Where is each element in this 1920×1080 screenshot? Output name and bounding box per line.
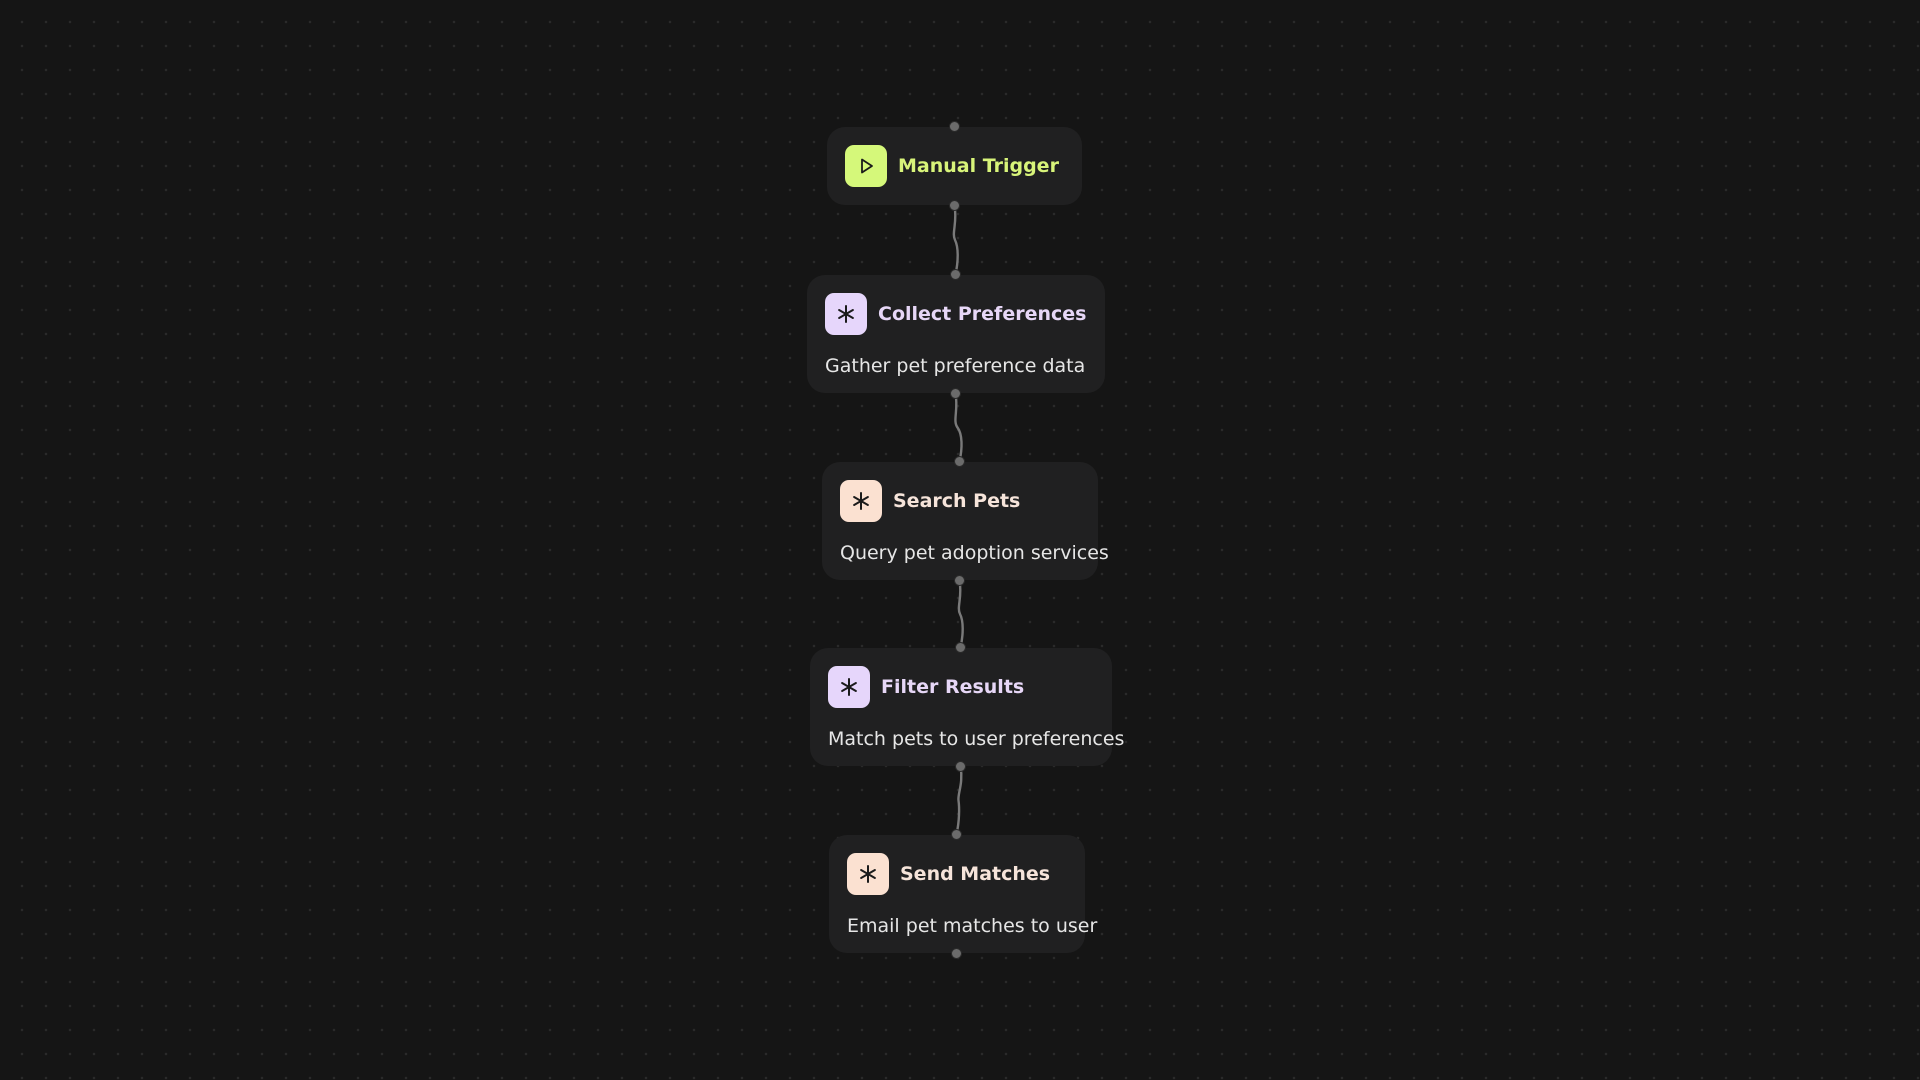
output-handle[interactable]	[955, 761, 966, 772]
input-handle[interactable]	[954, 456, 965, 467]
input-handle[interactable]	[955, 642, 966, 653]
edge-connector[interactable]	[952, 205, 959, 275]
input-handle[interactable]	[949, 121, 960, 132]
node-send-matches[interactable]: Send Matches Email pet matches to user	[829, 829, 1098, 959]
edge-connector[interactable]	[955, 766, 963, 835]
node-title: Filter Results	[881, 676, 1025, 698]
node-filter-results[interactable]: Filter Results Match pets to user prefer…	[810, 642, 1125, 772]
output-handle[interactable]	[951, 948, 962, 959]
node-title: Manual Trigger	[898, 155, 1059, 177]
play-icon	[845, 145, 887, 187]
node-title: Search Pets	[893, 490, 1021, 512]
output-handle[interactable]	[949, 200, 960, 211]
node-description: Match pets to user preferences	[828, 728, 1125, 750]
node-title: Collect Preferences	[878, 303, 1087, 325]
node-description: Query pet adoption services	[840, 542, 1109, 564]
input-handle[interactable]	[950, 269, 961, 280]
node-search-pets[interactable]: Search Pets Query pet adoption services	[822, 456, 1109, 586]
asterisk-icon	[840, 480, 882, 522]
input-handle[interactable]	[951, 829, 962, 840]
node-title: Send Matches	[900, 863, 1051, 885]
output-handle[interactable]	[950, 388, 961, 399]
asterisk-icon	[828, 666, 870, 708]
node-manual-trigger[interactable]: Manual Trigger	[827, 121, 1082, 211]
node-description: Email pet matches to user	[847, 915, 1098, 937]
asterisk-icon	[825, 293, 867, 335]
edge-connector[interactable]	[954, 393, 963, 462]
node-collect-preferences[interactable]: Collect Preferences Gather pet preferenc…	[807, 269, 1105, 399]
asterisk-icon	[847, 853, 889, 895]
edge-connector[interactable]	[957, 580, 964, 648]
node-description: Gather pet preference data	[825, 355, 1086, 377]
output-handle[interactable]	[954, 575, 965, 586]
